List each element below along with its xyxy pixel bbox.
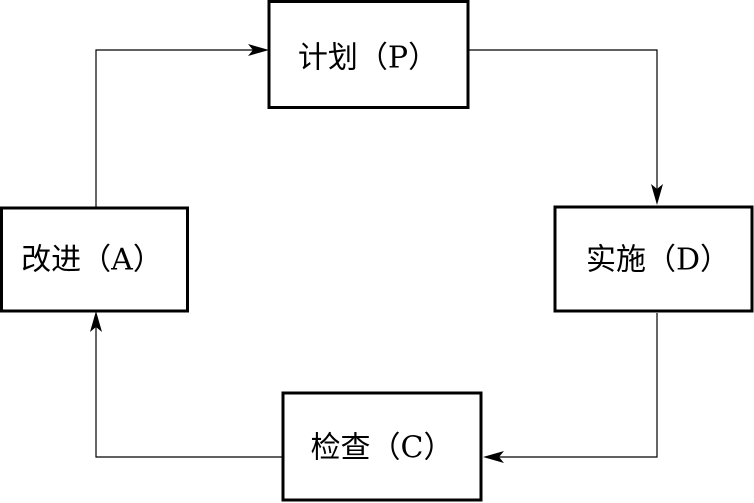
node-act-box [0, 206, 189, 313]
node-check-label: 检查（C） [311, 431, 454, 466]
node-plan: 计划（P） [267, 0, 470, 109]
node-act-label: 改进（A） [21, 243, 163, 278]
edge-plan-to-do [469, 49, 663, 205]
node-do-label: 实施（D） [586, 243, 730, 278]
arrowhead-left-icon [483, 451, 504, 463]
edge-do-to-check [483, 313, 658, 463]
node-plan-label: 计划（P） [298, 41, 438, 76]
edge-check-to-act [90, 311, 282, 458]
node-plan-box [267, 0, 470, 109]
edge-act-to-plan [95, 44, 269, 207]
node-check-box [281, 391, 483, 502]
arrowhead-down-icon [651, 184, 663, 205]
node-do: 实施（D） [553, 205, 754, 313]
node-check: 检查（C） [281, 391, 483, 502]
arrowhead-up-icon [90, 311, 102, 332]
node-act: 改进（A） [0, 206, 189, 313]
arrowhead-right-icon [248, 44, 269, 56]
node-do-box [553, 205, 754, 313]
